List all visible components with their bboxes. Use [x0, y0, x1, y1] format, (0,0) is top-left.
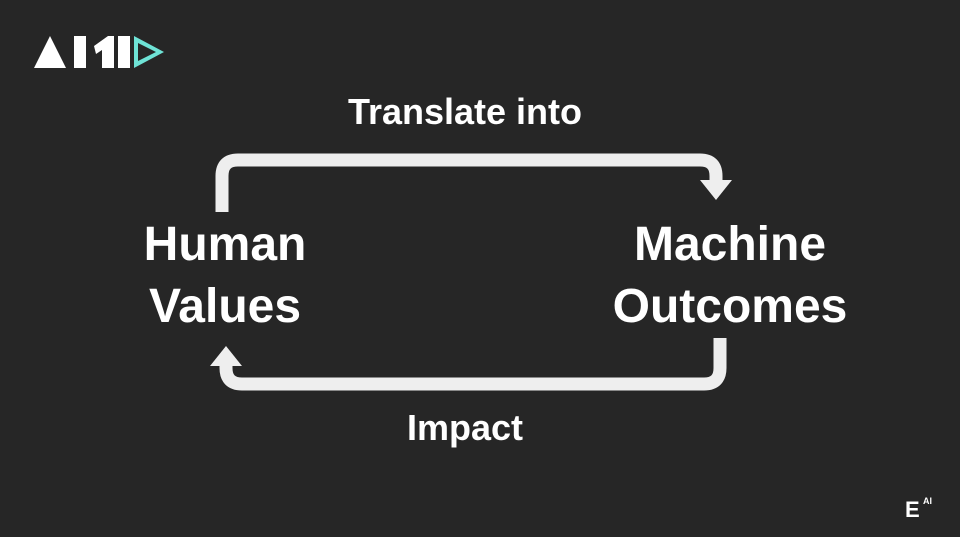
top-arrow-line	[215, 153, 723, 212]
bottom-arrow-line	[219, 338, 727, 391]
bottom-arrow-label: Impact	[406, 407, 524, 448]
human-values-node: Human Values	[110, 214, 340, 338]
svg-text:E: E	[905, 497, 920, 521]
left-node-line1: Human	[143, 218, 307, 271]
right-node-line2: Outcomes	[612, 280, 848, 333]
eai-logo-icon: E AI	[905, 496, 932, 521]
aimd-logo-icon	[34, 36, 164, 68]
right-node-line1: Machine	[633, 218, 827, 271]
top-arrow-label: Translate into	[347, 91, 583, 132]
bottom-arrowhead-icon	[210, 346, 242, 366]
left-node-line2: Values	[148, 280, 302, 333]
top-arrowhead-icon	[700, 180, 732, 200]
machine-outcomes-node: Machine Outcomes	[580, 214, 880, 338]
svg-text:AI: AI	[923, 496, 932, 506]
